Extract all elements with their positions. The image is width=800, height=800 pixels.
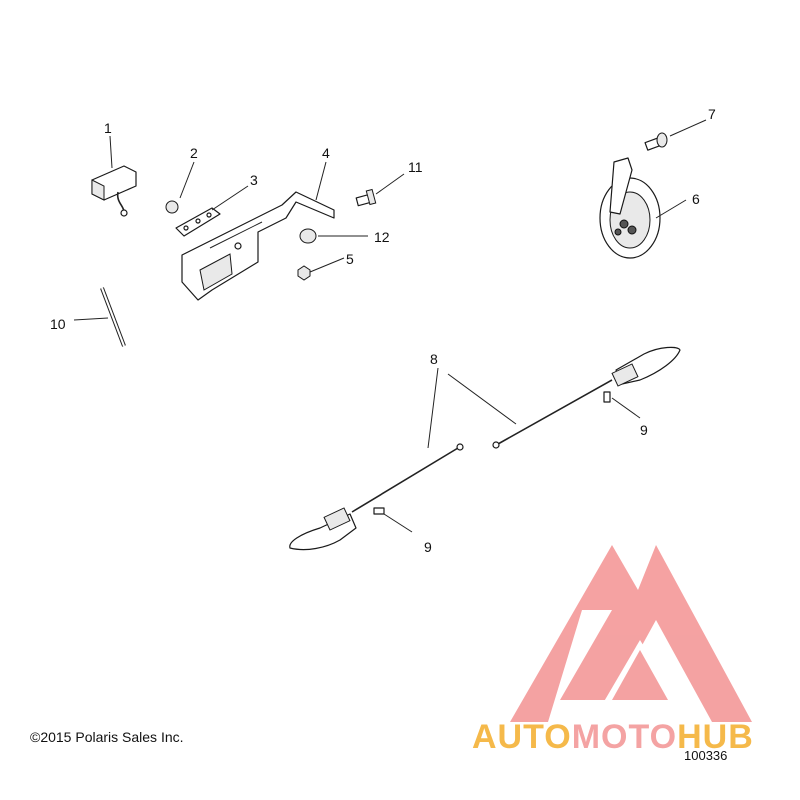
- callout-1: 1: [104, 120, 112, 136]
- watermark-hub: HUB: [677, 718, 754, 756]
- part-12-flange-nut: [299, 228, 317, 244]
- callout-10: 10: [50, 316, 66, 332]
- callout-12: 12: [374, 229, 390, 245]
- part-10-cable-tie: [100, 287, 126, 347]
- part-4-bracket: [181, 191, 335, 301]
- part-7-bolt: [644, 132, 668, 151]
- callout-3: 3: [250, 172, 258, 188]
- part-1-module: [91, 165, 137, 217]
- reference-number: 100336: [684, 748, 728, 763]
- callout-2: 2: [190, 145, 198, 161]
- callout-9-upper: 9: [640, 422, 648, 438]
- callout-5: 5: [346, 251, 354, 267]
- callout-labels: 1 2 3 4 5 6 7 8 9 9 10 11 12: [50, 106, 716, 555]
- part-3-plate: [175, 207, 221, 237]
- callout-9-lower: 9: [424, 539, 432, 555]
- part-8-turn-signal-upper: [492, 346, 681, 449]
- part-9-screw-upper: [603, 391, 611, 403]
- callout-4: 4: [322, 145, 330, 161]
- watermark-auto: AUTO: [472, 718, 572, 756]
- watermark-brand: AUTOMOTOHUB: [472, 718, 754, 757]
- part-9-screw-lower: [373, 507, 385, 515]
- part-8-turn-signal-lower: [289, 443, 464, 551]
- leader-lines: [73, 119, 707, 533]
- watermark-moto: MOTO: [571, 718, 678, 756]
- callout-7: 7: [708, 106, 716, 122]
- callout-11: 11: [408, 159, 423, 175]
- watermark-logo: [510, 545, 752, 722]
- callout-6: 6: [692, 191, 700, 207]
- part-11-bolt: [355, 188, 377, 207]
- part-2-spacer: [165, 200, 179, 214]
- part-5-nut: [297, 265, 311, 281]
- callout-8: 8: [430, 351, 438, 367]
- copyright-notice: ©2015 Polaris Sales Inc.: [30, 729, 184, 745]
- part-6-horn: [599, 157, 661, 259]
